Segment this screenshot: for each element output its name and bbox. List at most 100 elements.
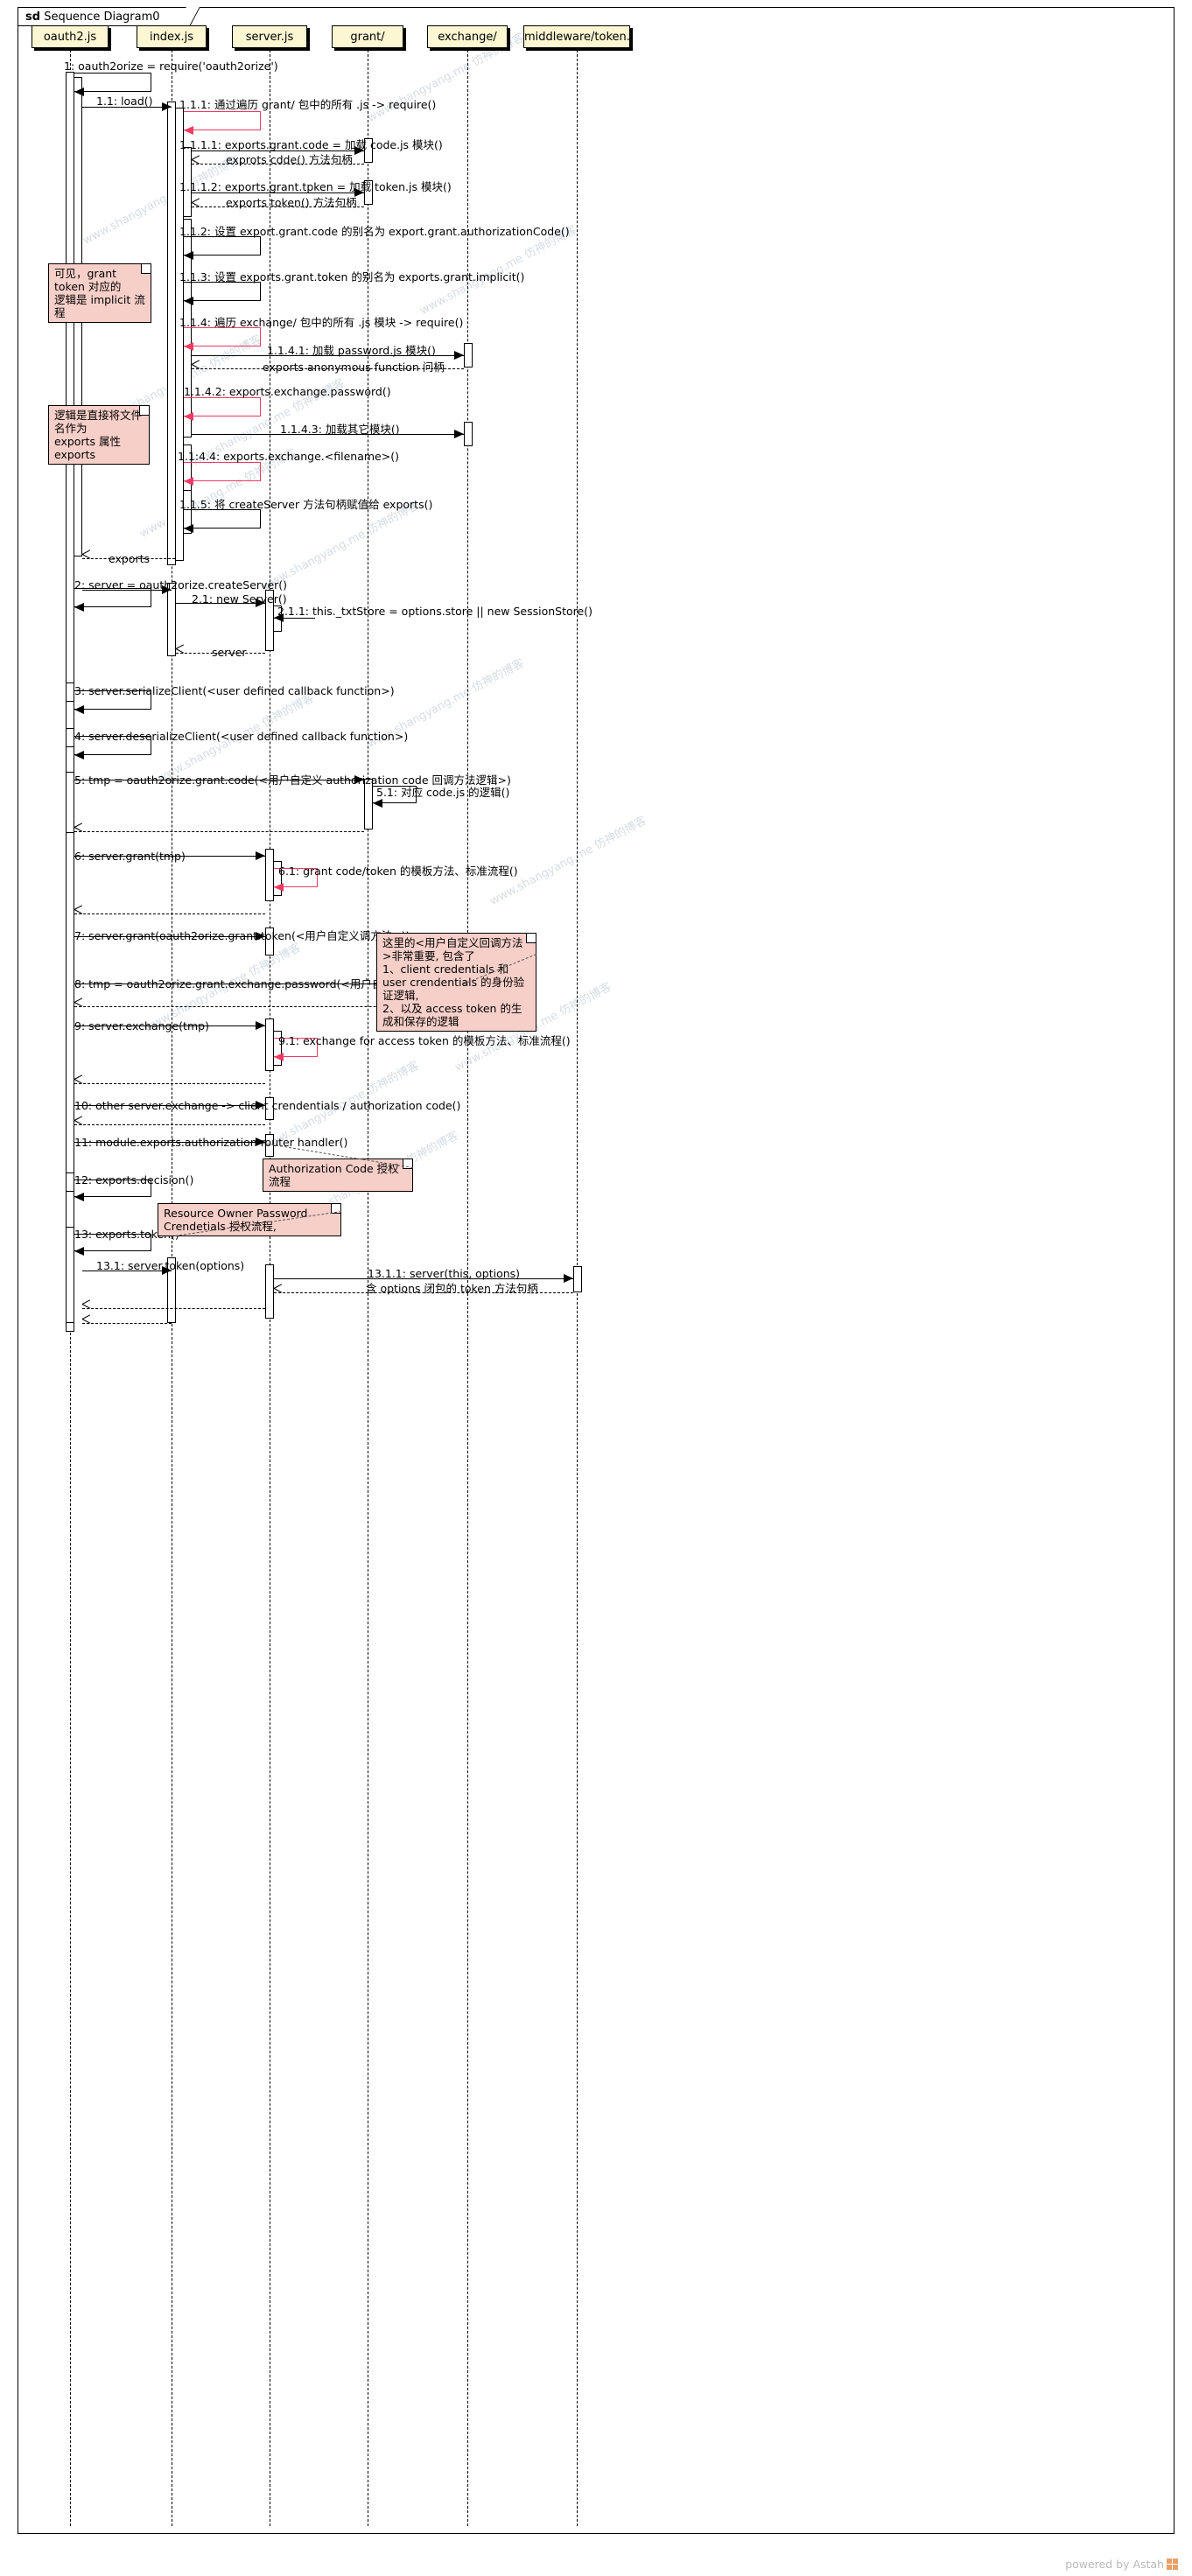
note-authcode[interactable]: Authorization Code 授权流程	[263, 1158, 413, 1192]
self-message-loop[interactable]	[184, 509, 261, 528]
message-arrow-line[interactable]	[82, 1323, 172, 1324]
activation-bar	[66, 72, 74, 1332]
lifeline-header-index[interactable]: index.js	[137, 25, 207, 48]
message-arrowhead	[256, 851, 265, 860]
activation-bar	[66, 772, 74, 833]
message-arrowhead	[354, 775, 364, 784]
message-arrow-line[interactable]	[176, 603, 265, 604]
self-message-loop[interactable]	[184, 111, 261, 130]
message-arrow-line[interactable]	[192, 368, 464, 369]
self-message-loop[interactable]	[184, 327, 261, 346]
message-arrow-line[interactable]	[74, 936, 265, 937]
message-arrow-line[interactable]	[274, 1278, 573, 1279]
lifeline-header-grant[interactable]: grant/	[332, 25, 403, 48]
message-label-13-1: 13.1: server.token(options)	[96, 1259, 245, 1272]
message-arrow-line[interactable]	[176, 653, 265, 654]
note-line: Authorization Code 授权流程	[269, 1162, 399, 1188]
self-message-loop[interactable]	[74, 690, 151, 710]
message-arrow-line[interactable]	[82, 558, 175, 559]
message-arrow-line[interactable]	[274, 618, 315, 619]
message-label-r3: exports anonymous function 问柄	[263, 360, 445, 374]
message-label-6-1: 6.1: grant code/token 的模板方法、标准流程()	[278, 864, 518, 878]
message-label-2-1-1: 2.1.1: this._txtStore = options.store ||…	[277, 605, 592, 618]
note-implicit[interactable]: 可见，grant token 对应的逻辑是 implicit 流程	[48, 263, 151, 323]
message-arrow-line[interactable]	[74, 1124, 265, 1125]
lifeline-header-oauth2[interactable]: oauth2.js	[32, 25, 109, 48]
message-arrowhead	[74, 909, 83, 918]
note-line: 这里的<用户自定义回调方法>非常重要, 包含了	[382, 936, 523, 962]
message-label-1-1-4-1: 1.1.4.1: 加载 password.js 模块()	[267, 344, 436, 357]
self-message-arrowhead	[274, 883, 284, 892]
activation-bar	[364, 180, 373, 205]
note-line: 逻辑是直接将文件名作为	[54, 409, 143, 435]
message-arrow-line[interactable]	[74, 1083, 265, 1084]
message-arrow-line[interactable]	[74, 856, 265, 857]
self-message-loop[interactable]	[274, 868, 318, 887]
message-arrow-line[interactable]	[74, 831, 364, 832]
self-message-arrowhead	[184, 342, 193, 351]
self-message-loop[interactable]	[184, 462, 261, 481]
self-message-loop[interactable]	[184, 397, 261, 416]
message-arrowhead	[192, 159, 200, 168]
self-message-arrowhead	[184, 251, 193, 260]
self-message-arrowhead	[74, 88, 84, 96]
message-arrowhead	[82, 1304, 91, 1312]
lifeline-label: exchange/	[438, 31, 497, 44]
message-label-4: 4: server.deserializeClient(<user define…	[74, 730, 409, 743]
self-message-loop[interactable]	[184, 282, 261, 301]
message-arrow-line[interactable]	[74, 1006, 464, 1007]
message-label-1-1-1-1: 1.1.1.1: exports.grant.code = 加载 code.js…	[179, 138, 443, 151]
message-arrow-line[interactable]	[192, 434, 464, 435]
self-message-loop[interactable]	[74, 1234, 151, 1251]
message-arrowhead	[256, 1021, 265, 1030]
lifeline-header-exchange[interactable]: exchange/	[427, 25, 508, 48]
self-message-arrowhead	[74, 603, 84, 612]
note-ropc[interactable]: Resource Owner Password Crendetials 授权流程…	[158, 1203, 341, 1236]
self-message-arrowhead	[74, 751, 84, 760]
message-arrow-line[interactable]	[74, 1142, 265, 1143]
self-message-loop[interactable]	[74, 1180, 151, 1197]
message-arrowhead	[74, 1002, 83, 1011]
self-message-arrowhead	[274, 1053, 284, 1061]
message-label-10: 10: other server.exchange -> client cren…	[74, 1099, 461, 1112]
message-label-1-1-4-4: 1.1:4.4: exports.exchange.<filename>()	[178, 450, 399, 463]
self-message-loop[interactable]	[74, 588, 151, 607]
message-arrow-line[interactable]	[192, 206, 364, 207]
self-message-loop[interactable]	[184, 236, 261, 256]
lifeline-label: middleware/token.js	[524, 31, 630, 44]
activation-bar	[66, 682, 74, 702]
message-arrowhead	[74, 827, 83, 836]
message-arrow-line[interactable]	[82, 1270, 172, 1271]
message-arrowhead	[74, 1079, 83, 1088]
message-label-1: 1: oauth2orize = require('oauth2orize')	[64, 60, 278, 73]
note-fold-corner	[141, 264, 151, 274]
activation-bar	[364, 779, 373, 830]
message-arrow-line[interactable]	[274, 1292, 573, 1293]
message-arrow-line[interactable]	[74, 1105, 265, 1106]
message-arrowhead	[274, 1288, 283, 1297]
self-message-loop[interactable]	[74, 736, 151, 755]
message-label-12: 12: exports.decision()	[74, 1173, 194, 1186]
message-label-5-1: 5.1: 对应 code.js 的逻辑()	[376, 786, 510, 799]
message-arrow-line[interactable]	[192, 355, 464, 356]
message-arrow-line[interactable]	[82, 590, 172, 591]
message-label-1-1-5: 1.1.5: 将 createServer 方法句柄赋值给 exports()	[179, 498, 433, 511]
self-message-loop[interactable]	[373, 786, 417, 803]
message-label-11: 11: module.exports.authorization router …	[74, 1136, 348, 1149]
message-arrow-line[interactable]	[192, 150, 364, 151]
message-arrow-line[interactable]	[192, 192, 364, 193]
lifeline-line-exchange	[467, 50, 468, 2526]
lifeline-header-server[interactable]: server.js	[232, 25, 307, 48]
activation-bar	[167, 1257, 176, 1323]
self-message-loop[interactable]	[274, 1038, 318, 1057]
message-arrow-line[interactable]	[82, 1308, 265, 1309]
self-message-loop[interactable]	[74, 73, 151, 92]
self-message-arrowhead	[184, 126, 193, 135]
lifeline-header-middleware[interactable]: middleware/token.js	[523, 25, 630, 48]
message-arrow-line[interactable]	[82, 107, 172, 108]
message-arrowhead	[256, 932, 265, 941]
note-line: 1、client credentials 和 user crendentials…	[382, 962, 525, 1002]
message-label-2-1: 2.1: new Server()	[192, 592, 287, 606]
